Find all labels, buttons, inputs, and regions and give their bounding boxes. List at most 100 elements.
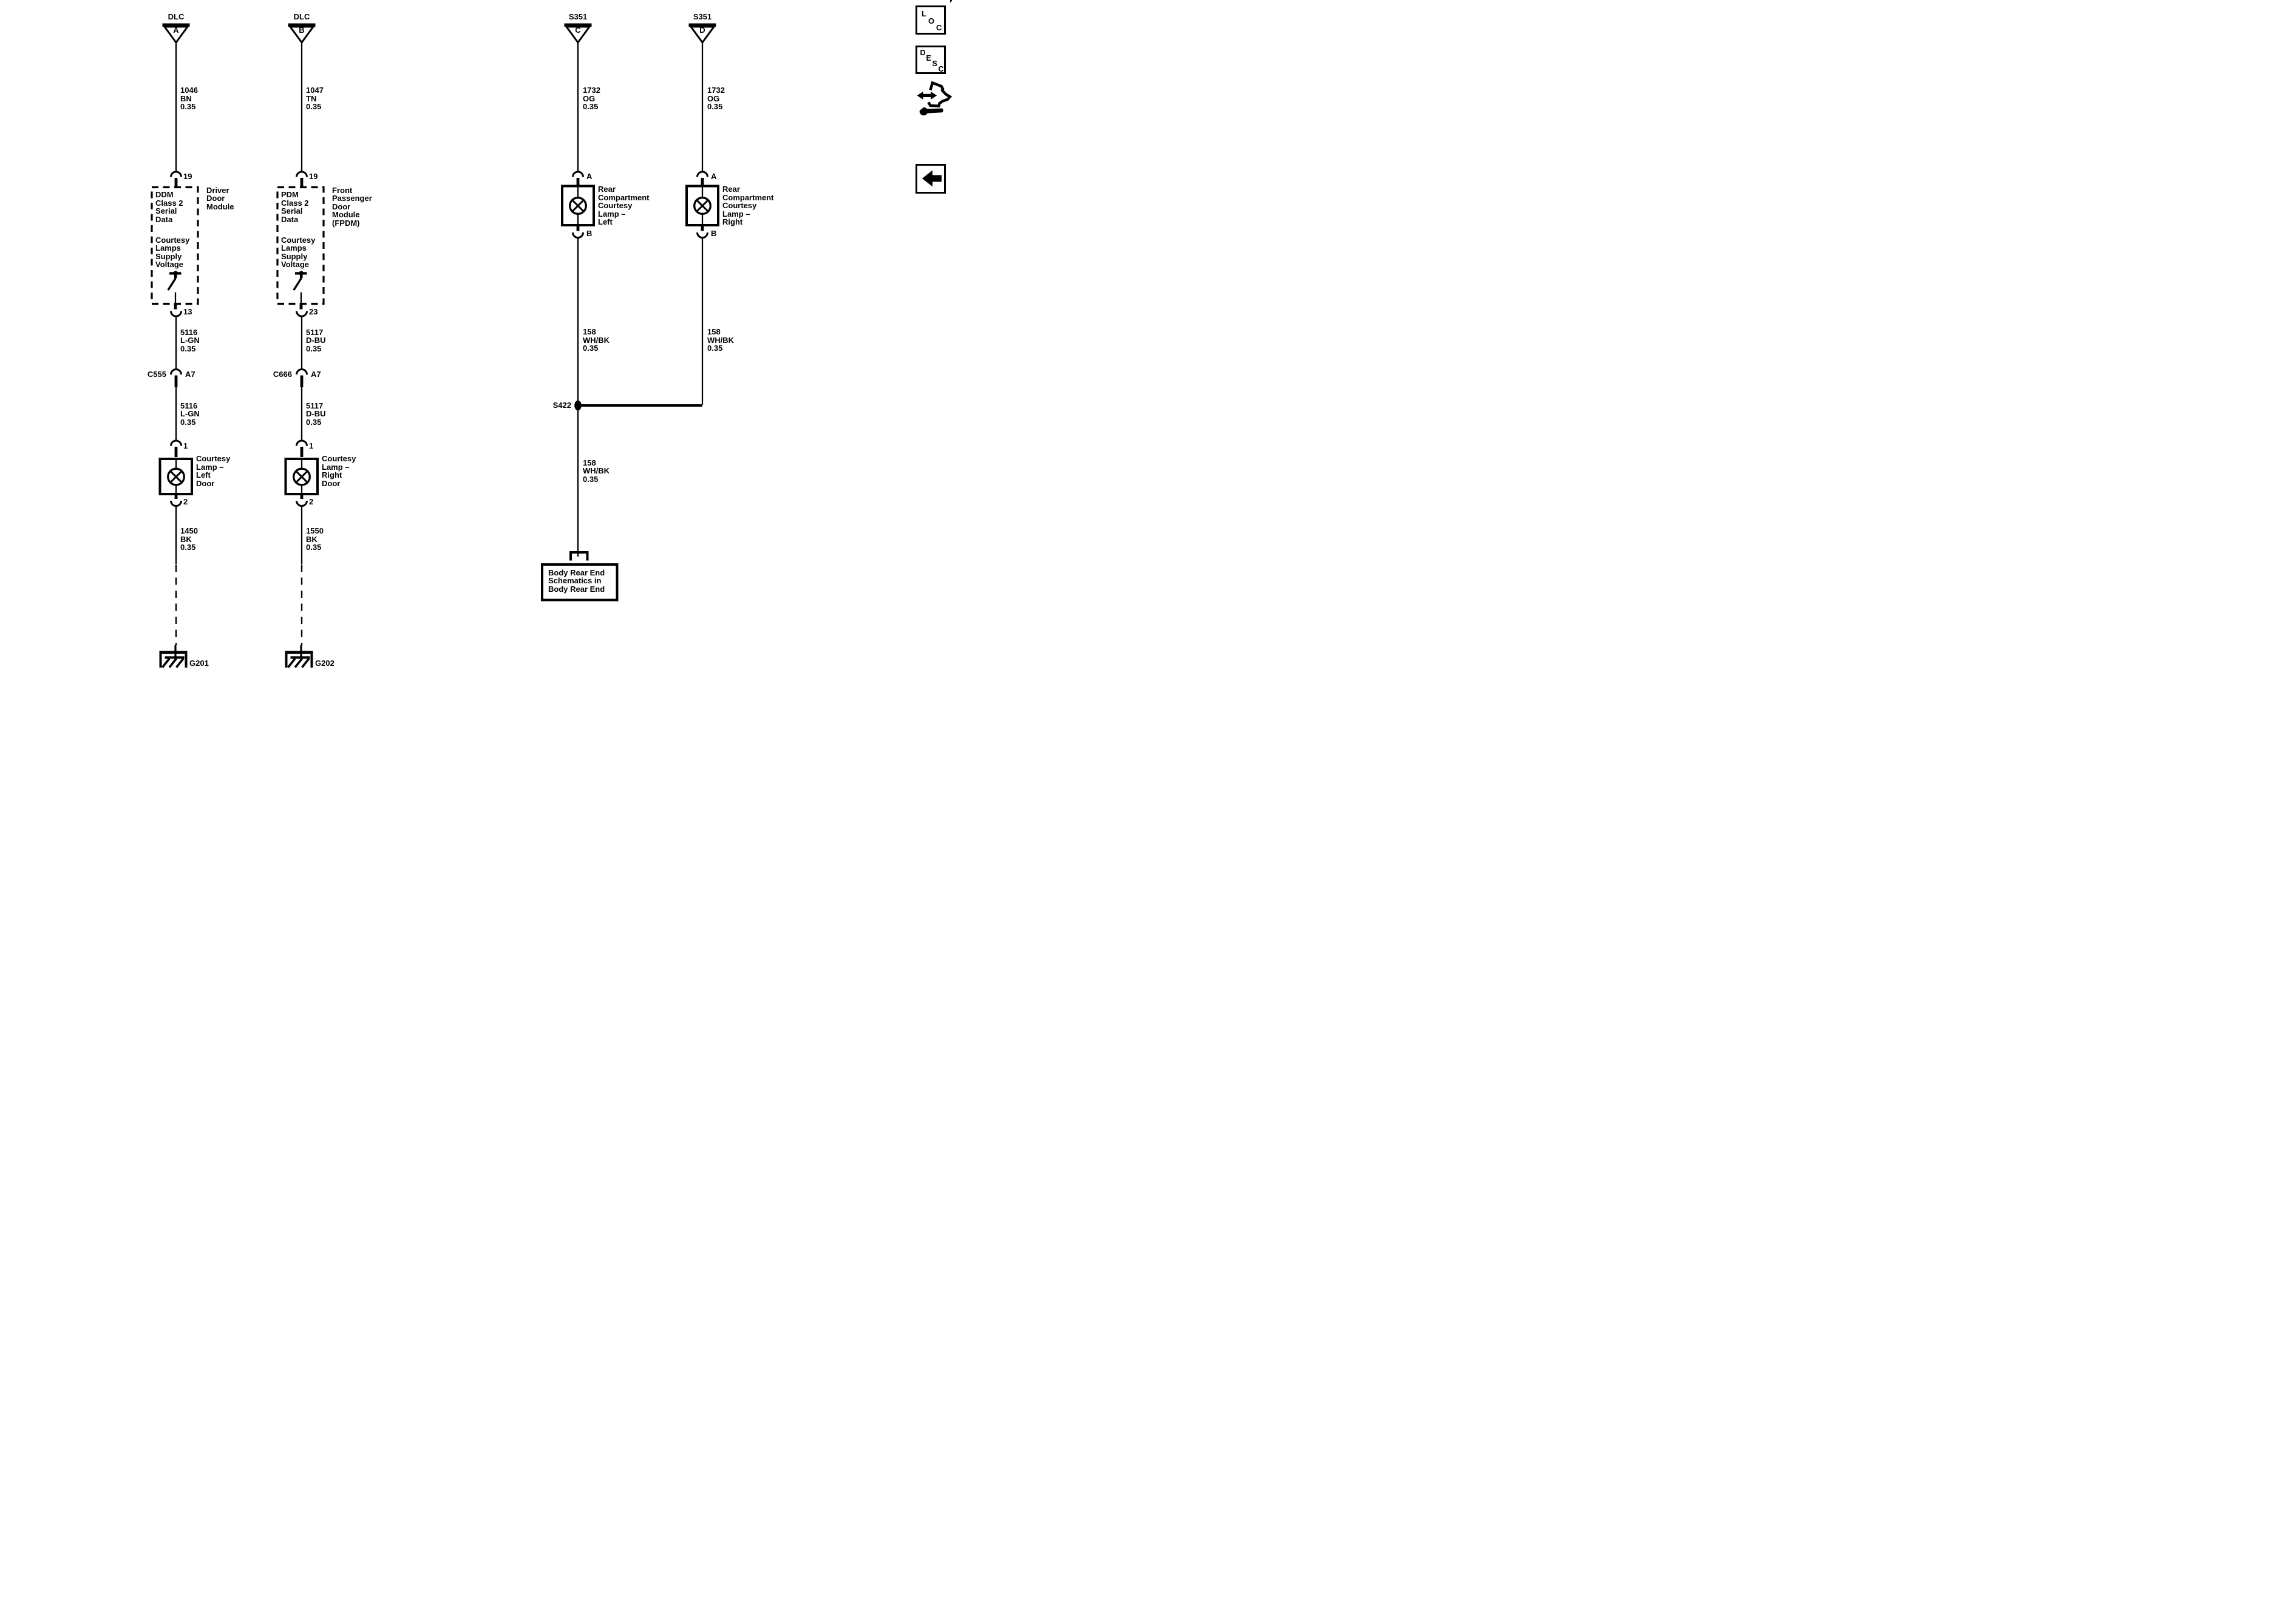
ddm-pin19-stub — [174, 178, 178, 188]
wire-label-158-left: 158 WH/BK 0.35 — [583, 327, 610, 353]
ddm-pin13-label: 13 — [183, 307, 192, 316]
rear-compartment-lamp-left-label: Rear Compartment Courtesy Lamp – Left — [598, 185, 650, 226]
c666-label[interactable]: C666 — [273, 369, 292, 379]
wire-label-1047-tn: 1047 TN 0.35 — [306, 86, 324, 111]
loc-letter-c: C — [936, 23, 942, 32]
pdm-switch-stub — [299, 274, 303, 278]
dlc-a-label[interactable]: DLC — [168, 12, 185, 21]
wire-label-158-right: 158 WH/BK 0.35 — [707, 327, 735, 353]
c555-arc[interactable] — [170, 368, 182, 375]
pin-a-stub — [701, 178, 704, 186]
lamp-x2 — [295, 470, 308, 483]
lamp-left-pin2-label: 2 — [183, 497, 188, 506]
lamp-x2 — [696, 199, 709, 212]
ground-mid-bar — [290, 656, 310, 659]
splice-art — [541, 400, 702, 602]
pin-b-stub — [701, 224, 704, 231]
g202-label[interactable]: G202 — [315, 658, 335, 668]
pdm-pin23-arc — [296, 311, 308, 317]
rear-compartment-lamp-right-label: Rear Compartment Courtesy Lamp – Right — [722, 185, 774, 226]
ground-left-leg — [285, 651, 288, 668]
lamp-x2 — [169, 470, 183, 483]
wire-label-1550-bk: 1550 BK 0.35 — [306, 526, 324, 552]
lamp-pin2-stub — [174, 493, 178, 499]
wire-label-5116-upper: 5116 L-GN 0.35 — [180, 327, 200, 353]
lamp-pin1-arc — [296, 439, 308, 446]
pin-a-arc — [572, 171, 584, 177]
wire-label-1450-bk: 1450 BK 0.35 — [180, 526, 198, 552]
screen-edge-fragment — [950, 0, 951, 2]
pdm-serial-data-label: PDM Class 2 Serial Data — [281, 190, 309, 224]
body-rear-end-reference-label[interactable]: Body Rear End Schematics in Body Rear En… — [548, 568, 605, 594]
s351-c-letter: C — [575, 25, 581, 35]
wrench-compare-icon — [917, 81, 952, 116]
lamp-pin1-arc — [170, 439, 182, 446]
pdm-switch-contact — [299, 271, 304, 276]
dlc-a-letter: A — [173, 25, 179, 35]
dlc-b-triangle-bar — [288, 23, 316, 27]
ground-right-leg — [185, 651, 188, 668]
ddm-pin19-label: 19 — [183, 171, 192, 181]
ddm-serial-data-label: DDM Class 2 Serial Data — [155, 190, 183, 224]
rear-right-pin-a-label: A — [711, 172, 717, 181]
ddm-pin19-arc — [170, 171, 182, 177]
lamp-left-pin1-label: 1 — [183, 441, 188, 450]
ground-hatch-1 — [287, 657, 296, 668]
lamp-x2 — [571, 199, 585, 212]
loc-button[interactable]: L O C — [915, 5, 946, 35]
pin-b-arc — [572, 232, 584, 239]
dlc-b-triangle[interactable] — [288, 25, 315, 44]
s351-d-triangle-bar — [688, 23, 716, 27]
g201-label[interactable]: G201 — [189, 658, 209, 668]
pin-a-stub — [576, 178, 580, 186]
s422-label[interactable]: S422 — [552, 401, 571, 410]
s351-d-triangle[interactable] — [689, 25, 716, 44]
desc-letter-d: D — [920, 48, 926, 57]
lamp-right-pin2-label: 2 — [309, 497, 314, 506]
offpage-bracket — [569, 551, 589, 561]
back-button[interactable] — [915, 164, 946, 194]
dlc-b-letter: B — [299, 25, 305, 35]
desc-button[interactable]: D E S C — [915, 45, 946, 74]
c555-pin-label: A7 — [185, 369, 195, 379]
c555-label[interactable]: C555 — [147, 369, 166, 379]
pin-b-stub — [576, 224, 580, 231]
ground-top-bar[interactable] — [285, 651, 313, 654]
s351-c-label[interactable]: S351 — [568, 12, 588, 21]
ground-hatch-1 — [161, 657, 171, 668]
pdm-pin23-label: 23 — [309, 307, 318, 316]
ground-hatch-3 — [301, 657, 310, 668]
back-arrow-icon — [922, 170, 942, 187]
pdm-pin23-stub — [299, 303, 303, 310]
lamp-pin2-arc — [296, 500, 308, 507]
pdm-pin19-stub — [300, 178, 304, 188]
desc-letter-c: C — [938, 64, 944, 73]
wire-label-1732-right: 1732 OG 0.35 — [707, 86, 725, 111]
front-passenger-door-module-label: Front Passenger Door Module (FPDM) — [332, 185, 372, 228]
loc-letter-l: L — [922, 9, 926, 18]
dlc-a-triangle[interactable] — [163, 25, 189, 44]
loc-letter-o: O — [928, 16, 935, 25]
pdm-switch-blade — [293, 277, 302, 291]
schematic-reference-tool-button[interactable] — [908, 78, 952, 119]
wire-label-1046-bn: 1046 BN 0.35 — [180, 86, 198, 111]
s351-d-label[interactable]: S351 — [693, 12, 712, 21]
rear-right-branch-art — [685, 23, 719, 405]
lamp-pin1-stub — [174, 447, 178, 457]
dlc-b-label[interactable]: DLC — [293, 12, 310, 21]
ground-top-bar[interactable] — [159, 651, 188, 654]
courtesy-lamp-left-door-label: Courtesy Lamp – Left Door — [196, 454, 231, 488]
ground-left-leg — [159, 651, 162, 668]
ground-hatch-2 — [294, 657, 303, 668]
offpage-reference-box[interactable] — [541, 563, 619, 602]
s422-splice-dot[interactable] — [574, 400, 582, 411]
c666-arc[interactable] — [296, 368, 308, 375]
wiring-diagram-page: DLC A 1046 BN 0.35 19 Driver Door Module… — [0, 0, 952, 670]
desc-letter-s: S — [932, 59, 937, 68]
pdm-pin19-arc — [296, 171, 308, 177]
pointer-outline-shape — [927, 81, 952, 108]
ground-hatch-3 — [175, 657, 185, 668]
pin-a-arc — [696, 171, 708, 177]
s351-c-triangle[interactable] — [565, 25, 591, 44]
ddm-switch-stub — [174, 274, 177, 278]
